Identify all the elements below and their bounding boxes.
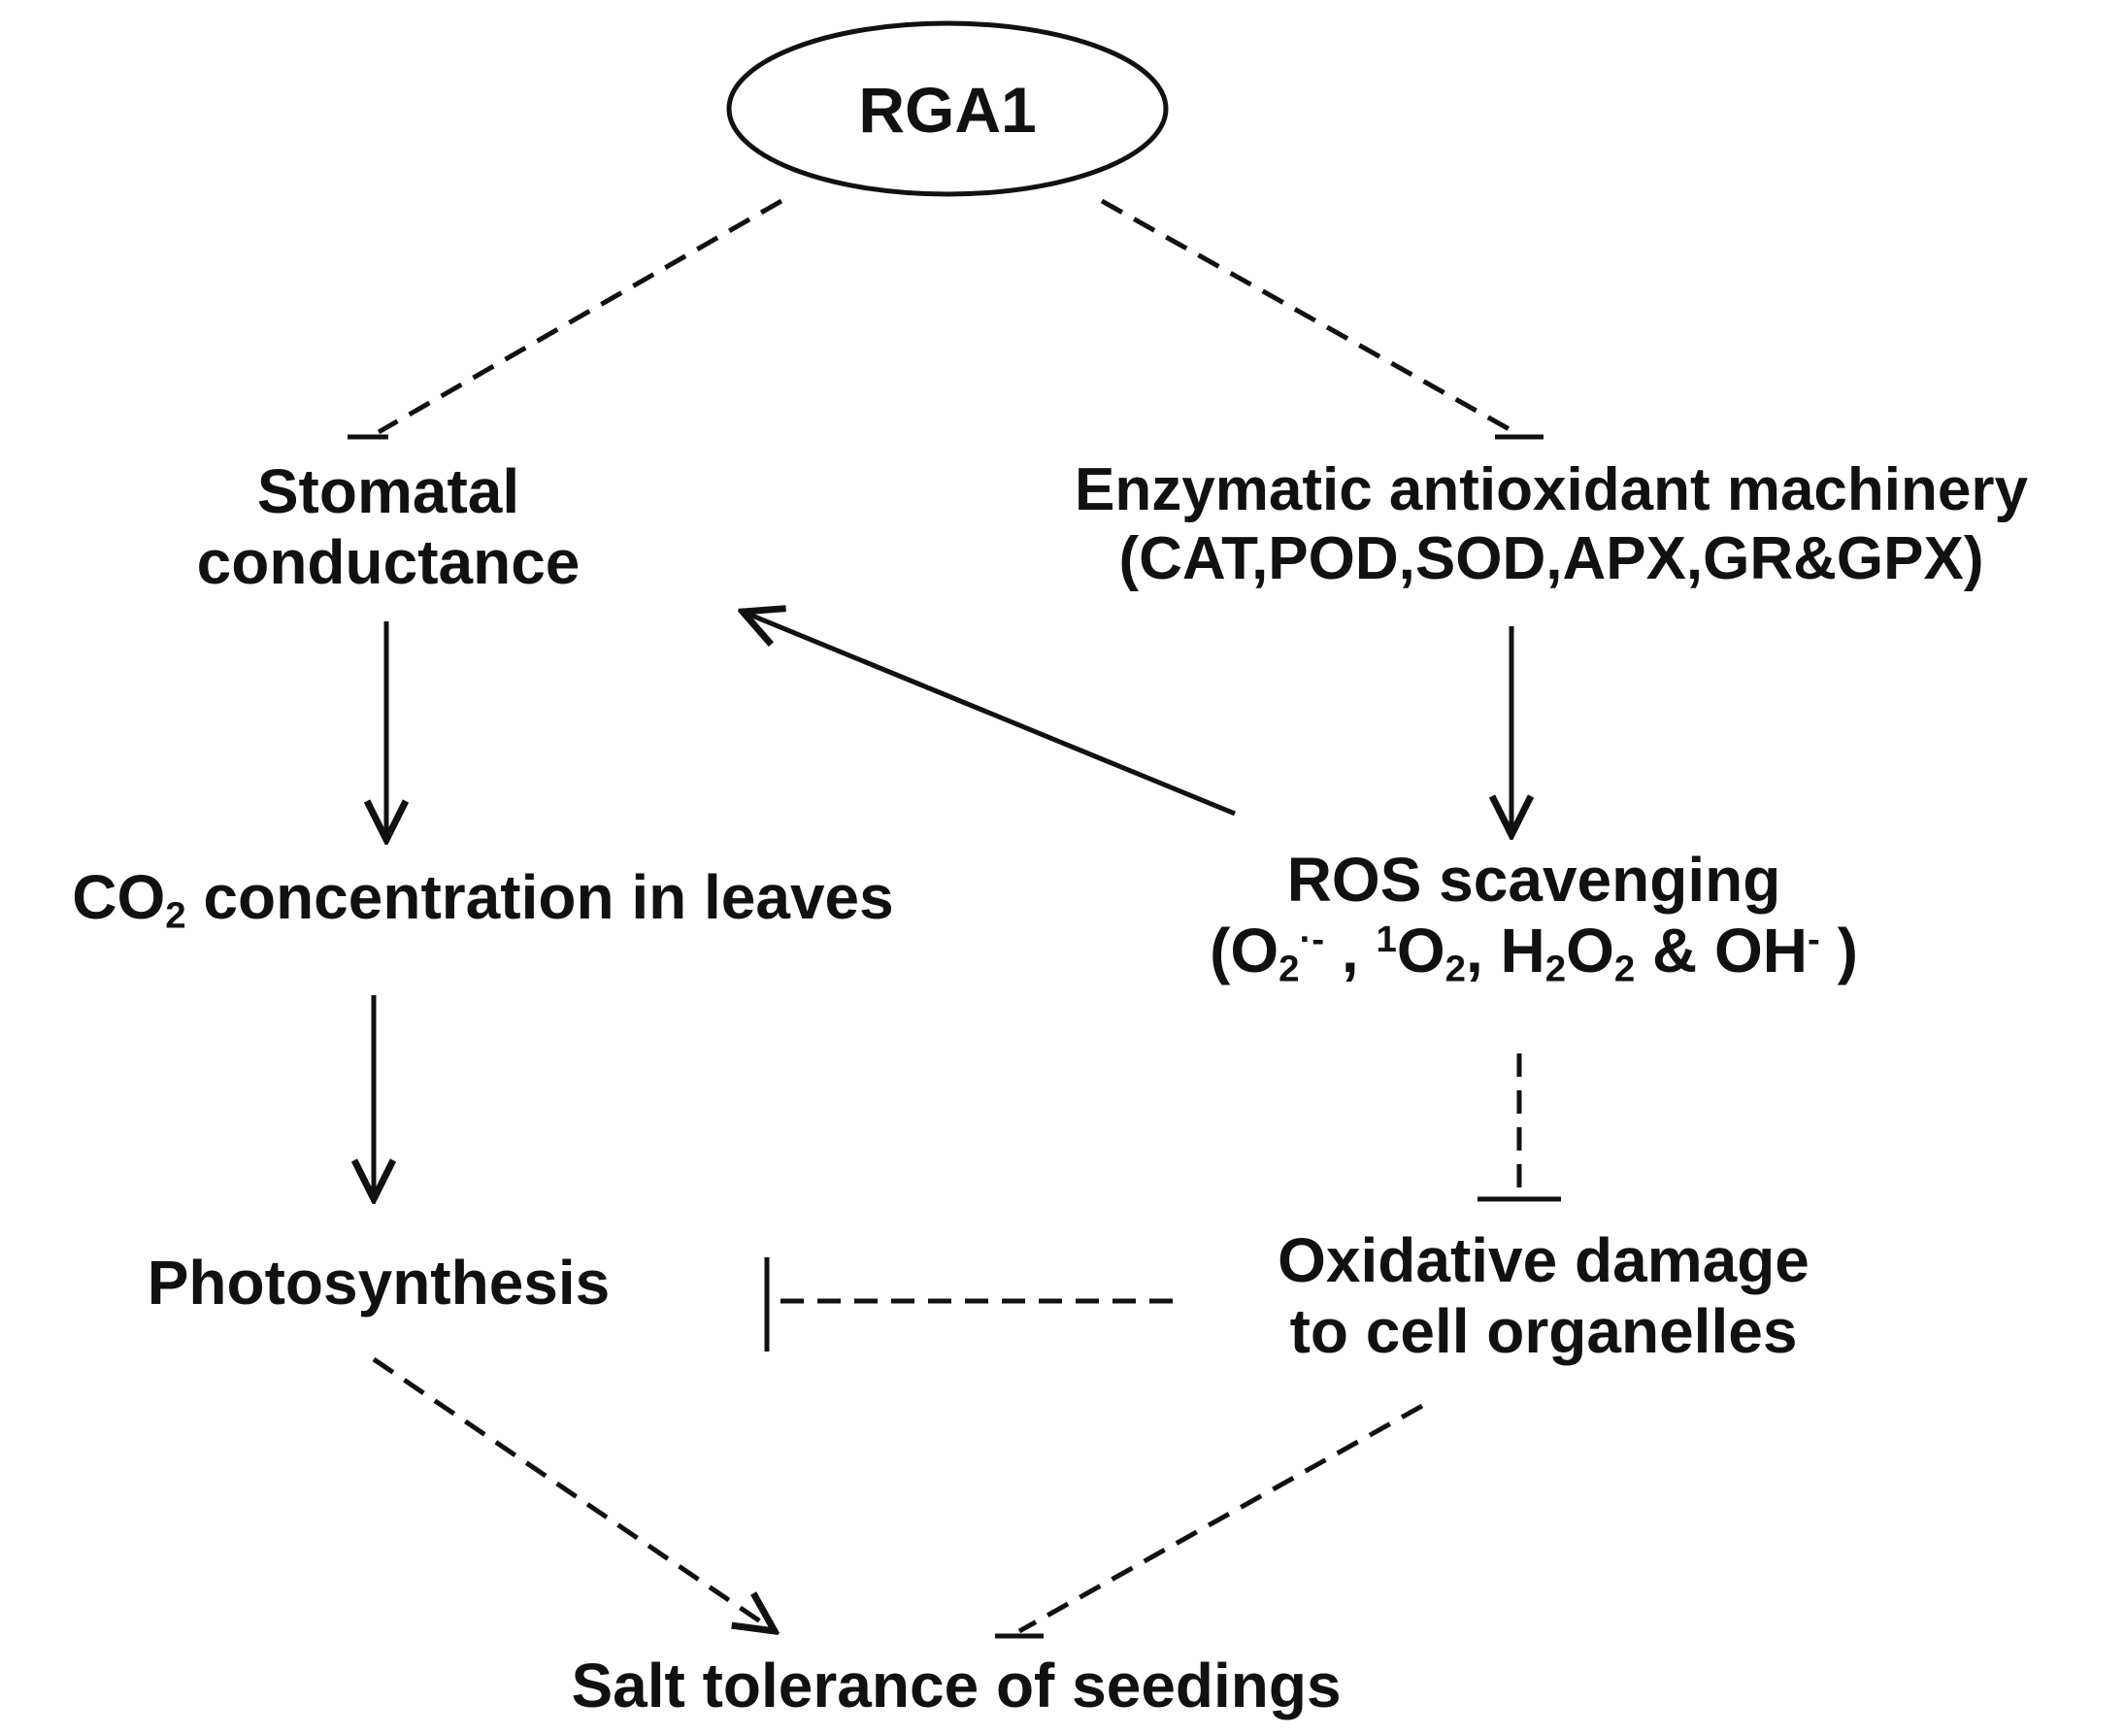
co2-line: CO2 concentration in leaves: [5, 862, 961, 934]
ros-line2: (O2·- , 1O2, H2O2 & OH- ): [1210, 915, 1858, 990]
oxidative-damage-node: Oxidative damage to cell organelles: [1194, 1225, 1893, 1367]
salt-tolerance-node: Salt tolerance of seedings: [571, 1651, 1342, 1720]
co2-pre: CO: [72, 862, 166, 932]
ros-line1: ROS scavenging: [1286, 845, 1781, 915]
co2-sub: 2: [165, 894, 186, 937]
rga1-node-label: RGA1: [858, 74, 1037, 146]
enzymatic-line2: (CAT,POD,SOD,APX,GR&GPX): [1118, 524, 1984, 592]
ros-scavenging-node: ROS scavenging (O2·- , 1O2, H2O2 & OH- ): [1146, 845, 1922, 990]
enzymatic-antioxidant-node: Enzymatic antioxidant machinery (CAT,POD…: [988, 456, 2114, 593]
edge-oxidative-salt: [995, 1403, 1424, 1639]
photosynthesis-node: Photosynthesis: [147, 1248, 611, 1318]
co2-concentration-node: CO2 concentration in leaves: [5, 862, 961, 934]
oxidative-line2: to cell organelles: [1289, 1295, 1798, 1366]
oxidative-line1: Oxidative damage: [1278, 1225, 1810, 1295]
enzymatic-line1: Enzymatic antioxidant machinery: [1075, 456, 2028, 523]
edge-ros-oxidative: [1478, 1053, 1561, 1202]
edge-photosynthesis-salt: [372, 1356, 775, 1631]
stomatal-conductance-node: Stomatal conductance: [146, 456, 631, 598]
edge-rga1-stomatal: [348, 198, 783, 440]
edge-oxidative-photosynthesis: [764, 1257, 1173, 1352]
edge-rga1-enzymatic: [1100, 198, 1544, 440]
stomatal-line2: conductance: [196, 526, 581, 597]
co2-post: concentration in leaves: [185, 862, 894, 932]
edge-ros-stomatal: [743, 612, 1236, 817]
rga1-node-ellipse: [726, 20, 1169, 197]
stomatal-line1: Stomatal: [256, 456, 520, 526]
